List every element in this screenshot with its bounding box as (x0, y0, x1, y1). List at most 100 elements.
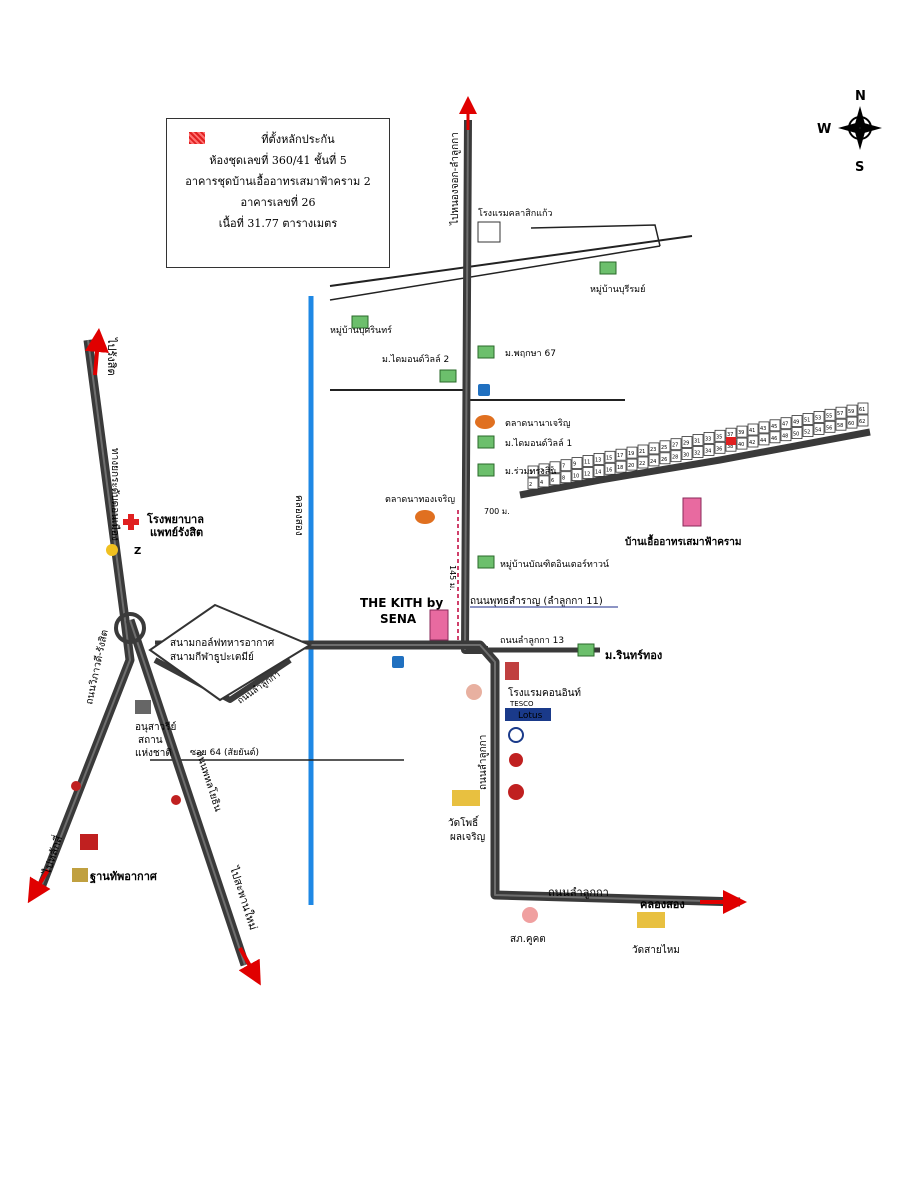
condo-block-number: 29 (683, 441, 689, 447)
monument-label-3: แห่งชาติ (135, 748, 172, 759)
fuel-station-icon (508, 784, 524, 800)
condo-block (615, 448, 627, 461)
condo-block (538, 463, 550, 476)
ban-buri-left-label: หมู่บ้านบุศรินทร์ (330, 324, 392, 336)
condo-block (604, 462, 616, 475)
condo-block (549, 473, 561, 486)
condo-block-number: 26 (661, 457, 667, 463)
condo-block-number: 45 (771, 424, 777, 430)
house-icon (351, 261, 617, 657)
condo-block-number: 7 (562, 464, 565, 470)
condo-block (538, 475, 550, 488)
condo-block (857, 414, 869, 427)
condo-block-number: 28 (672, 455, 678, 461)
condo-block-number: 41 (749, 428, 755, 434)
condo-block-number: 17 (617, 453, 623, 459)
condo-block (780, 417, 792, 430)
condo-block (813, 410, 825, 423)
temple-icon (452, 790, 480, 806)
condo-block-number: 14 (595, 469, 601, 475)
condo-block (659, 440, 671, 453)
hospital-label-1: โรงพยาบาล (146, 512, 204, 526)
compass-icon: N S W (817, 89, 882, 175)
condo-block (571, 457, 583, 470)
condo-block-number: 13 (595, 457, 601, 463)
condo-block (780, 429, 792, 442)
condo-block (835, 418, 847, 431)
condo-block-number: 25 (661, 445, 667, 451)
condo-block-number: 55 (826, 413, 832, 419)
condo-block (758, 433, 770, 446)
condo-block-number: 59 (848, 409, 854, 415)
legend-line-3: อาคารเลขที่ 26 (240, 196, 316, 209)
compass-w: W (817, 122, 831, 137)
lotus-label: Lotus (518, 711, 543, 721)
condo-block-number: 58 (837, 423, 843, 429)
condo-block (769, 419, 781, 432)
rin-thong-label: ม.รินทร์ทอง (605, 649, 662, 662)
condo-block-number: 11 (584, 460, 590, 466)
condo-block (593, 464, 605, 477)
dist-145-label: 145 ม. (448, 565, 457, 591)
condo-block-number: 19 (628, 451, 634, 457)
condo-block (802, 425, 814, 437)
phaholyothin-label: ถนนพหลโยธิน (193, 749, 225, 813)
shell-icon (106, 544, 118, 556)
condo-block-number: 33 (705, 436, 711, 442)
airport-label: ฐานทัพอากาศ (90, 870, 158, 884)
condo-block (703, 431, 715, 444)
condo-block (637, 456, 649, 469)
condo-block (659, 452, 671, 465)
condo-block-number: 52 (804, 430, 810, 436)
hotel-condo-label: โรงแรมคอนอินท์ (508, 686, 581, 699)
kith-label-1: THE KITH by (360, 596, 443, 610)
condo-block (758, 421, 770, 434)
monument-label-2: สถาน (138, 735, 163, 746)
condo-block (549, 461, 561, 474)
temple2-label: วัดสายไหม (632, 944, 680, 956)
condo-block-number: 39 (738, 430, 744, 436)
compass-s: S (855, 160, 864, 175)
ban-ua-athon-label: บ้านเอื้ออาทรเสมาฟ้าคราม (625, 534, 742, 548)
condo-block-number: 38 (727, 444, 733, 450)
condo-block (582, 455, 594, 467)
condo-block (846, 404, 858, 417)
condo-block (846, 416, 858, 429)
condo-block-number: 27 (672, 443, 678, 449)
condo-block (560, 459, 572, 472)
station-icon (478, 384, 490, 396)
condo-block (527, 477, 539, 490)
kith-label-2: SENA (380, 612, 417, 626)
condo-block-number: 18 (617, 465, 623, 471)
condo-block (791, 427, 803, 440)
temple-icon (637, 912, 665, 928)
road-thin-2 (329, 245, 661, 301)
airbase-icon (72, 868, 88, 882)
condo-blocks: 1234567891011121314151617181920212223242… (527, 402, 869, 490)
condo-block-number: 60 (848, 421, 854, 427)
condo-block (593, 452, 605, 465)
legend-line-2: อาคารชุดบ้านเอื้ออาทรเสมาฟ้าคราม 2 (185, 175, 371, 188)
station-icon (392, 656, 404, 668)
police-icon (522, 907, 538, 923)
golf-area (148, 603, 313, 702)
lam-luk-ka-13-label: ถนนลำลูกกา 13 (500, 635, 564, 646)
condo-block (648, 442, 660, 455)
condo-block-number: 48 (782, 434, 788, 440)
hospital-label-2: แพทย์รังสิต (150, 526, 203, 539)
condo-block-number: 57 (837, 411, 843, 417)
condo-block (824, 408, 836, 421)
vibhavadi-label: ถนนวิภาวดี-รังสิต (83, 629, 111, 706)
road-thin-3 (530, 224, 661, 247)
fuel-station-icon (71, 781, 81, 791)
legend-box: ที่ตั้งหลักประกัน ห้องชุดเลขที่ 360/41 ช… (166, 118, 390, 268)
condo-block-number: 35 (716, 434, 722, 440)
condo-block (714, 441, 726, 454)
khlong-song-bottom-label: คลองสอง (640, 898, 685, 911)
condo-block (714, 429, 726, 442)
collateral-marker (726, 437, 736, 445)
condo-block-number: 21 (639, 449, 645, 455)
monument-label-1: อนุสาวรีย์ (135, 721, 176, 733)
condo-block-number: 53 (815, 415, 821, 421)
